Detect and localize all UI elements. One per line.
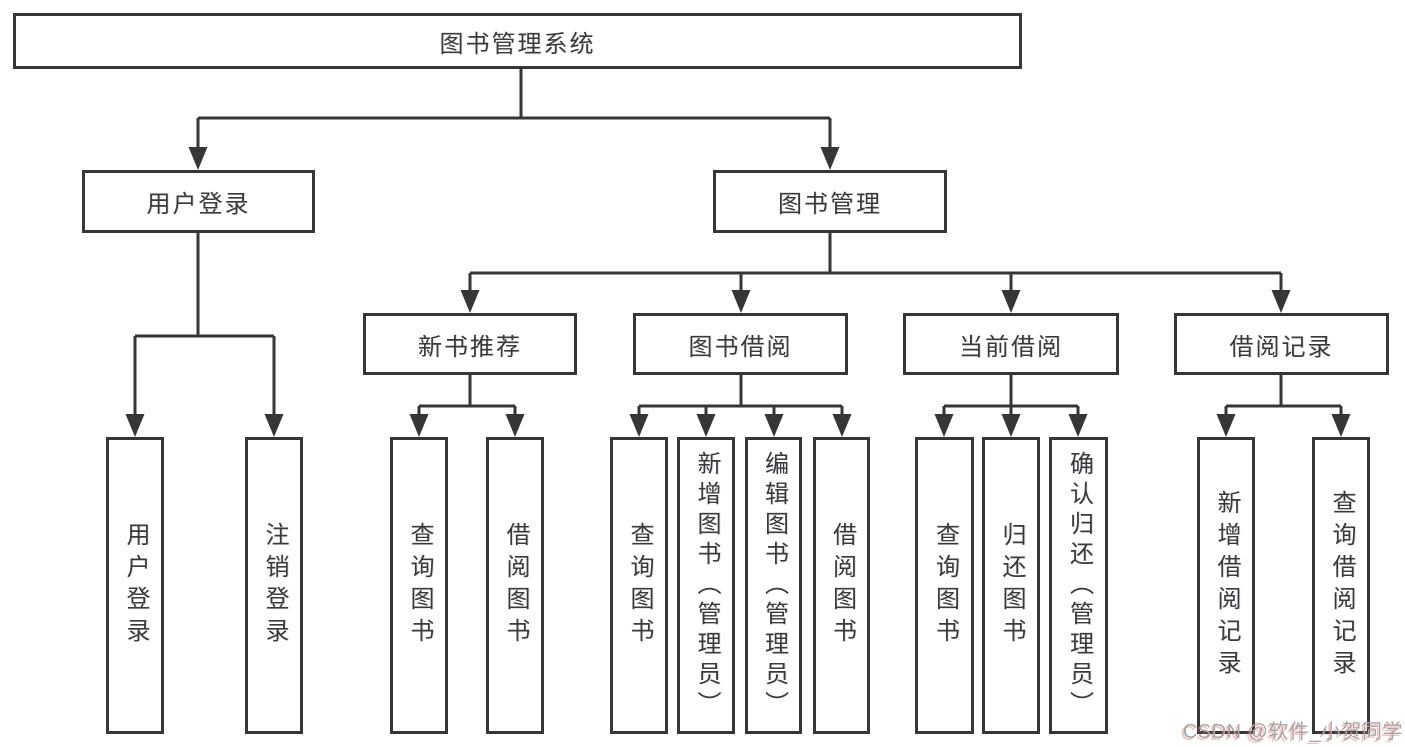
leaf-current-return: 归还图书 [982, 437, 1040, 734]
leaf-records-query-label: 查询借阅记录 [1328, 489, 1355, 682]
watermark: CSDN @软件_小贺同学 [1182, 721, 1403, 743]
node-current-borrow-label: 当前借阅 [959, 333, 1063, 361]
node-book-management-label: 图书管理 [778, 191, 882, 218]
leaf-logout: 注销登录 [245, 437, 303, 734]
leaf-newbooks-borrow-label: 借阅图书 [502, 521, 529, 650]
leaf-newbooks-query-label: 查询图书 [406, 521, 433, 650]
node-book-borrow: 图书借阅 [633, 313, 848, 375]
leaf-records-add-label: 新增借阅记录 [1213, 489, 1240, 682]
leaf-records-query: 查询借阅记录 [1312, 437, 1370, 734]
leaf-current-query-label: 查询图书 [931, 521, 959, 650]
leaf-current-return-label: 归还图书 [998, 521, 1025, 650]
leaf-borrow-add-admin: 新增图书（管理员） [677, 437, 735, 734]
leaf-logout-label: 注销登录 [261, 521, 288, 650]
node-book-management: 图书管理 [713, 170, 947, 233]
leaf-borrow-query: 查询图书 [610, 437, 668, 734]
node-borrow-records-label: 借阅记录 [1229, 333, 1334, 361]
leaf-newbooks-query: 查询图书 [390, 437, 448, 734]
leaf-borrow-edit-admin-label: 编辑图书（管理员） [760, 450, 788, 721]
leaf-current-query: 查询图书 [915, 437, 974, 734]
leaf-borrow-borrow: 借阅图书 [813, 437, 870, 734]
leaf-newbooks-borrow: 借阅图书 [486, 437, 544, 734]
leaf-borrow-borrow-label: 借阅图书 [828, 521, 856, 650]
leaf-current-confirm-admin: 确认归还（管理员） [1049, 437, 1108, 734]
node-book-borrow-label: 图书借阅 [688, 333, 793, 361]
node-new-book-recommend-label: 新书推荐 [418, 333, 522, 361]
leaf-borrow-query-label: 查询图书 [626, 521, 653, 650]
node-borrow-records: 借阅记录 [1174, 313, 1389, 375]
leaf-borrow-add-admin-label: 新增图书（管理员） [693, 450, 720, 721]
leaf-records-add: 新增借阅记录 [1197, 437, 1255, 734]
node-library-system-label: 图书管理系统 [439, 30, 596, 58]
node-user-login: 用户登录 [82, 170, 315, 233]
leaf-current-confirm-admin-label: 确认归还（管理员） [1065, 450, 1093, 721]
leaf-user-login: 用户登录 [106, 437, 164, 734]
node-library-system: 图书管理系统 [13, 13, 1022, 69]
node-user-login-label: 用户登录 [146, 191, 251, 218]
node-new-book-recommend: 新书推荐 [363, 313, 577, 375]
leaf-borrow-edit-admin: 编辑图书（管理员） [745, 437, 802, 734]
leaf-user-login-label: 用户登录 [122, 521, 149, 650]
node-current-borrow: 当前借阅 [903, 313, 1119, 375]
